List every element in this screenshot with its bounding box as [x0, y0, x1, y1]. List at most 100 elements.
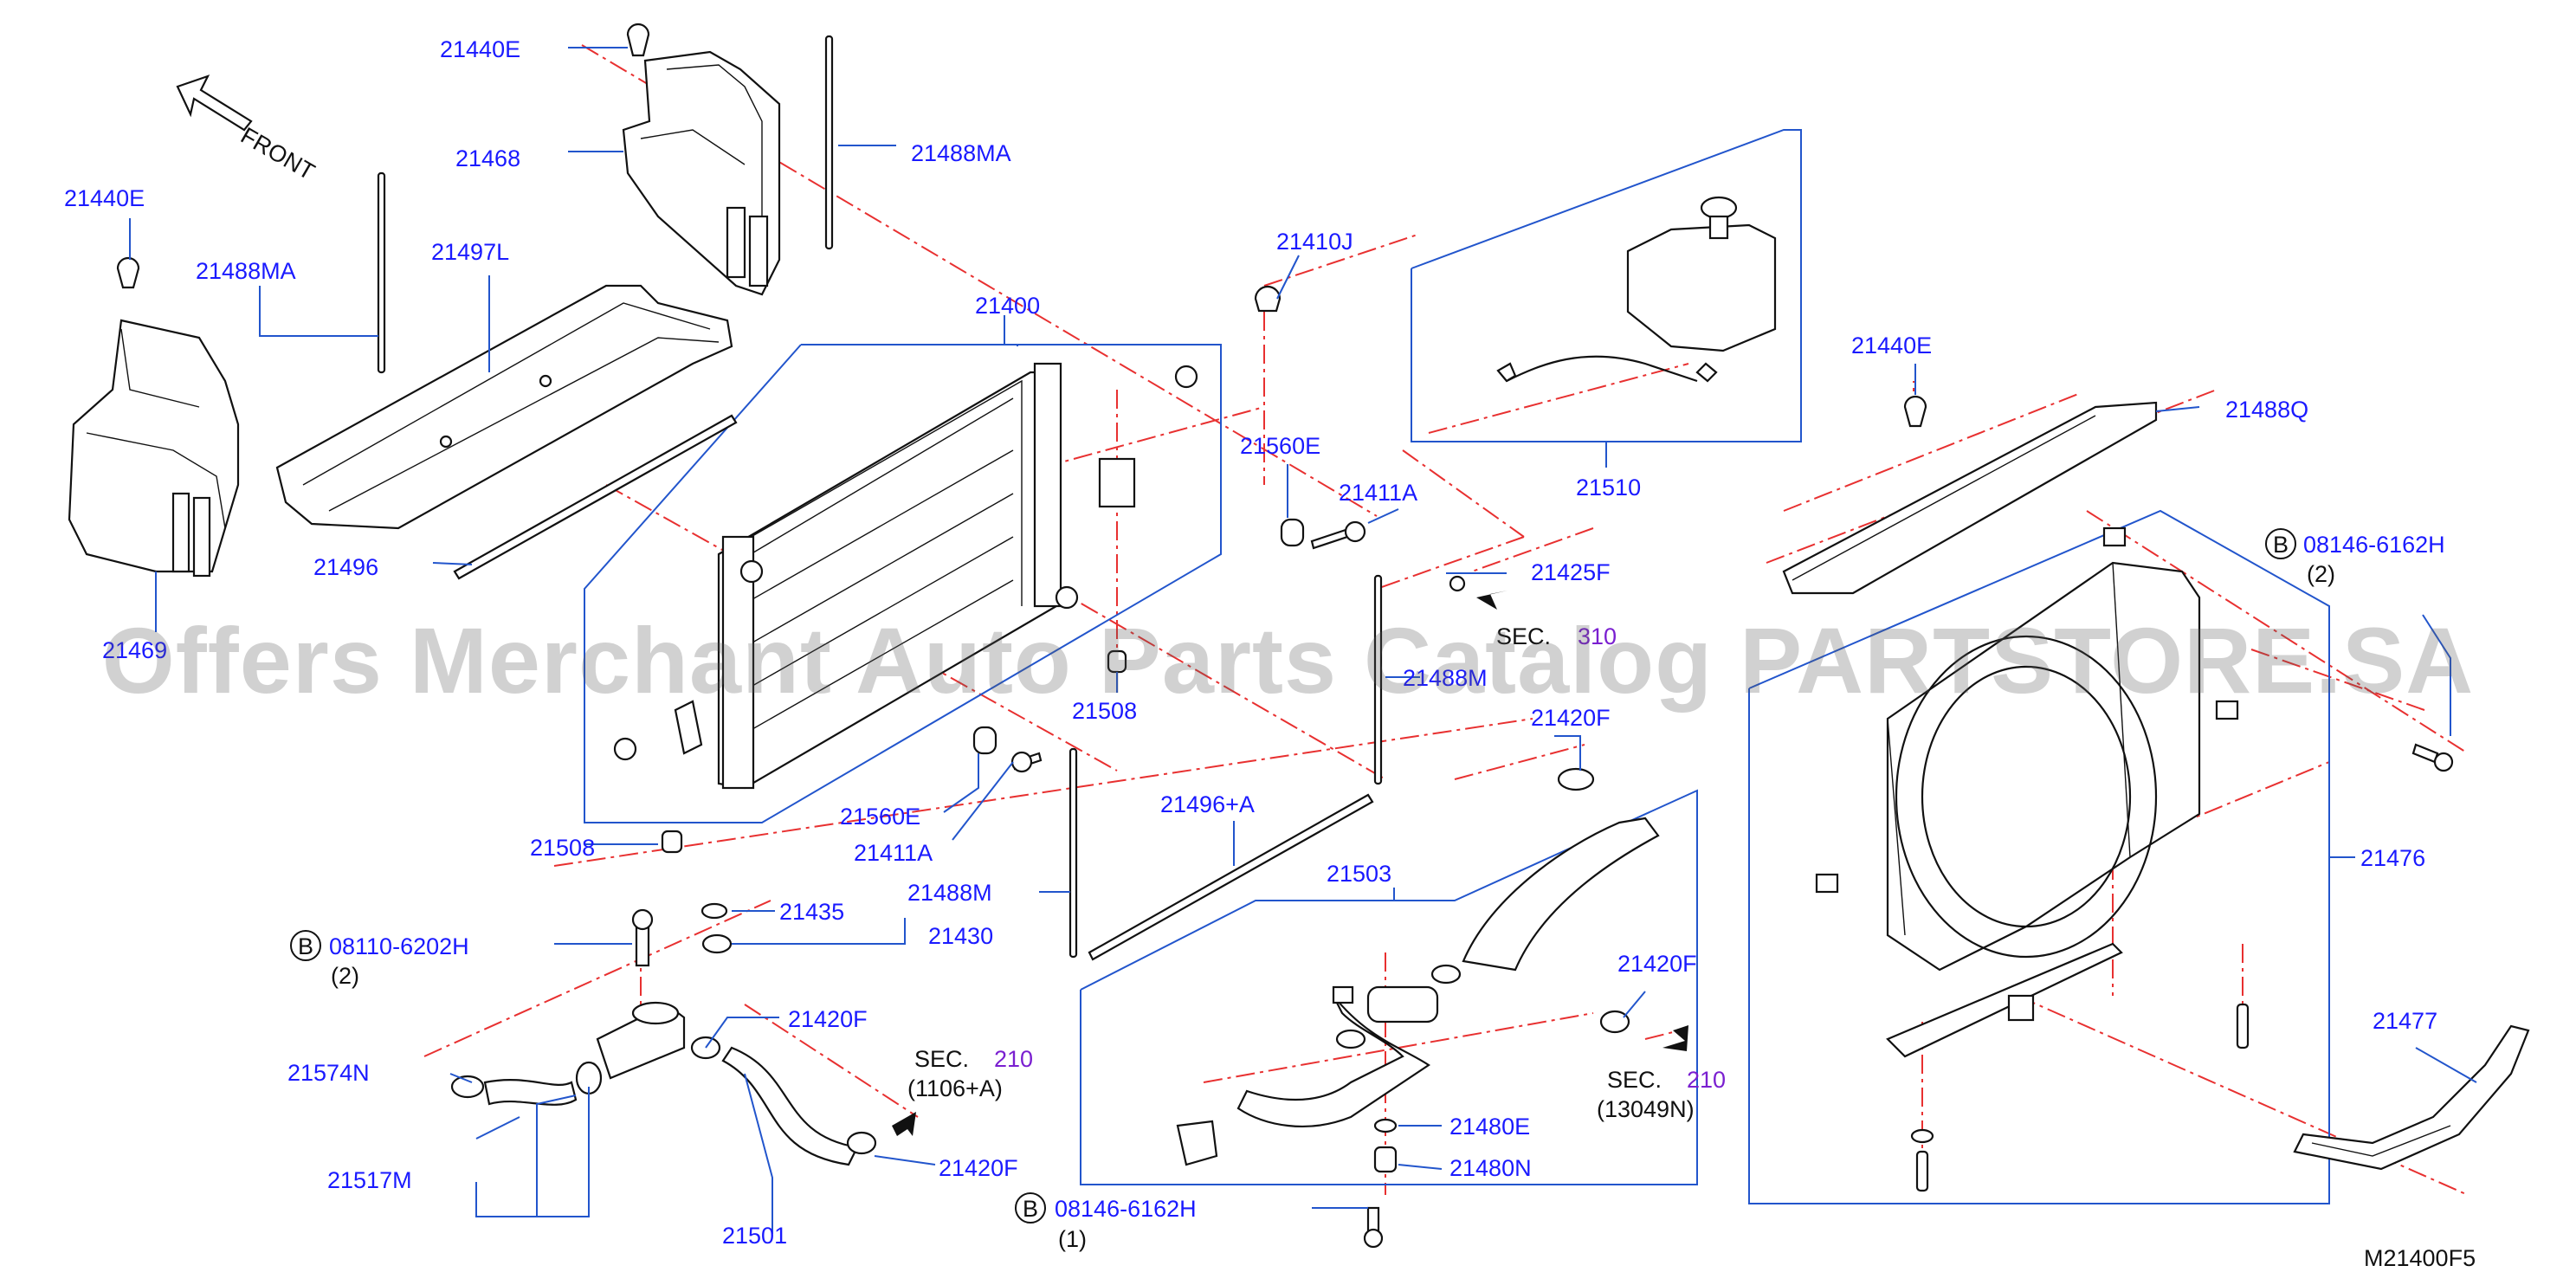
section-ref-210-a: SEC. 210 (1106+A) — [907, 1046, 1033, 1101]
reservoir-tank-21510 — [1496, 196, 1777, 383]
badge-b-icon — [1015, 1192, 1046, 1224]
mount-bolt-icon — [613, 365, 1198, 761]
label-21510: 21510 — [1576, 475, 1641, 500]
sec-210a-prefix: SEC. — [914, 1046, 969, 1072]
label-21480E: 21480E — [1449, 1114, 1530, 1140]
pin-icon — [1915, 1150, 1929, 1192]
cap-21430 — [701, 933, 733, 954]
bolt-08110-icon — [631, 908, 654, 967]
cap-21410J — [1254, 285, 1282, 313]
clip-icon — [1903, 395, 1927, 428]
label-21430: 21430 — [928, 923, 993, 949]
arrow-icon — [1662, 1025, 1688, 1051]
badge-b-text: B — [298, 933, 313, 959]
label-21488MA-left: 21488MA — [196, 258, 296, 284]
clip-icon — [116, 256, 140, 289]
bolt-callout-08146-lower: B 08146-6162H (1) — [1015, 1192, 1197, 1252]
label-21560E-lower: 21560E — [840, 804, 920, 830]
group-boxes — [584, 129, 2330, 1204]
seal-strip-21488MA-left — [377, 171, 386, 374]
label-21420F-middle: 21420F — [788, 1006, 868, 1032]
front-arrow-icon — [176, 74, 253, 132]
label-21476: 21476 — [2360, 845, 2425, 871]
label-21410J: 21410J — [1276, 229, 1353, 255]
grommet-icon — [1910, 1128, 1934, 1144]
label-21496A: 21496+A — [1160, 791, 1255, 817]
label-21477: 21477 — [2373, 1008, 2437, 1034]
lower-shroud-21477 — [2293, 1024, 2530, 1171]
badge-b-text: B — [2273, 532, 2289, 558]
bracket-icon — [674, 457, 1136, 755]
label-21411A-top: 21411A — [1339, 480, 1417, 506]
clamp-21420F-upper — [1557, 767, 1595, 791]
label-21497L: 21497L — [431, 239, 509, 265]
bolt-qty-08146-lower: (1) — [1058, 1226, 1087, 1252]
sec-210b-prefix: SEC. — [1607, 1067, 1662, 1093]
label-21400: 21400 — [975, 293, 1040, 319]
badge-b-icon — [2265, 528, 2296, 559]
label-21488M-lower: 21488M — [907, 880, 992, 906]
bushing-21508-lower — [661, 830, 683, 854]
label-21496: 21496 — [313, 554, 378, 580]
front-label: FRONT — [236, 122, 320, 184]
bolt-code-08110-6202H: 08110-6202H — [329, 933, 469, 959]
label-21435: 21435 — [779, 899, 844, 925]
label-21425F: 21425F — [1531, 559, 1611, 585]
label-21469: 21469 — [102, 637, 167, 663]
arrow-icon — [1476, 591, 1508, 610]
bolt-callout-08146-right: B 08146-6162H (2) — [2265, 528, 2445, 587]
drain-plug-21425F — [1449, 575, 1466, 592]
bolt-21411A-top — [1310, 520, 1366, 550]
clamp-21420F-lower — [846, 1131, 877, 1155]
drain-cock-21480N — [1373, 1146, 1398, 1173]
seal-strip-21488MA-top — [824, 35, 834, 250]
rubber-mount-21560E-top — [1280, 518, 1305, 547]
label-21508-center: 21508 — [1072, 698, 1137, 724]
label-21420F-lower: 21420F — [939, 1155, 1018, 1181]
clamp-21574N — [450, 1075, 485, 1099]
label-21468: 21468 — [455, 145, 520, 171]
label-21517M: 21517M — [327, 1167, 412, 1193]
seal-strip-21496A — [1088, 793, 1374, 961]
arrow-icon — [892, 1112, 916, 1136]
bolt-qty-08110: (2) — [331, 963, 359, 989]
sec-310-prefix: SEC. — [1496, 623, 1551, 649]
label-21508-lower: 21508 — [530, 835, 595, 861]
label-21420F-upper: 21420F — [1531, 705, 1611, 731]
clip-icon — [626, 23, 650, 57]
sec-210a-number: 210 — [994, 1046, 1033, 1072]
pin-icon — [2236, 1003, 2250, 1049]
bolt-code-08146-6162H-lower: 08146-6162H — [1055, 1196, 1197, 1222]
seal-strip-21488M-right — [1373, 574, 1383, 785]
bolt-qty-08146-right: (2) — [2307, 561, 2335, 587]
bolt-code-08146-6162H-right: 08146-6162H — [2303, 532, 2445, 558]
label-21411A-lower: 21411A — [854, 840, 933, 866]
leader-lines — [129, 47, 2477, 1234]
label-21560E-top: 21560E — [1240, 433, 1320, 459]
sec-210b-ref: (13049N) — [1597, 1096, 1695, 1122]
clamp-icon — [1332, 964, 1462, 1049]
radiator-21400 — [717, 362, 1079, 790]
air-guide-upper-21468 — [622, 50, 781, 296]
bushing-21508-center — [1107, 649, 1127, 674]
label-21480N: 21480N — [1449, 1155, 1532, 1181]
washer-21480E — [1373, 1118, 1398, 1133]
bracket-icon — [1886, 942, 2123, 1058]
section-ref-310: SEC. 310 — [1496, 623, 1617, 649]
clip-icon — [1815, 526, 2239, 894]
upper-seal-21488Q — [1782, 401, 2158, 595]
fan-shroud-21476 — [1886, 561, 2201, 972]
label-21440E-left: 21440E — [64, 185, 145, 211]
sec-310-number: 310 — [1578, 623, 1617, 649]
label-21420F-right: 21420F — [1617, 951, 1697, 977]
bolt-icon — [2411, 743, 2454, 772]
diagram-code: M21400F5 — [2364, 1245, 2476, 1271]
part-labels: 21440E 21468 21488MA 21440E 21488MA 2149… — [64, 36, 2437, 1249]
badge-b-icon — [290, 930, 321, 961]
air-guide-side-21469 — [68, 319, 240, 578]
label-21574N: 21574N — [287, 1060, 370, 1086]
bolt-21411A-lower — [1010, 751, 1043, 773]
badge-b-text: B — [1023, 1196, 1038, 1222]
hose-21517M — [483, 1079, 578, 1106]
